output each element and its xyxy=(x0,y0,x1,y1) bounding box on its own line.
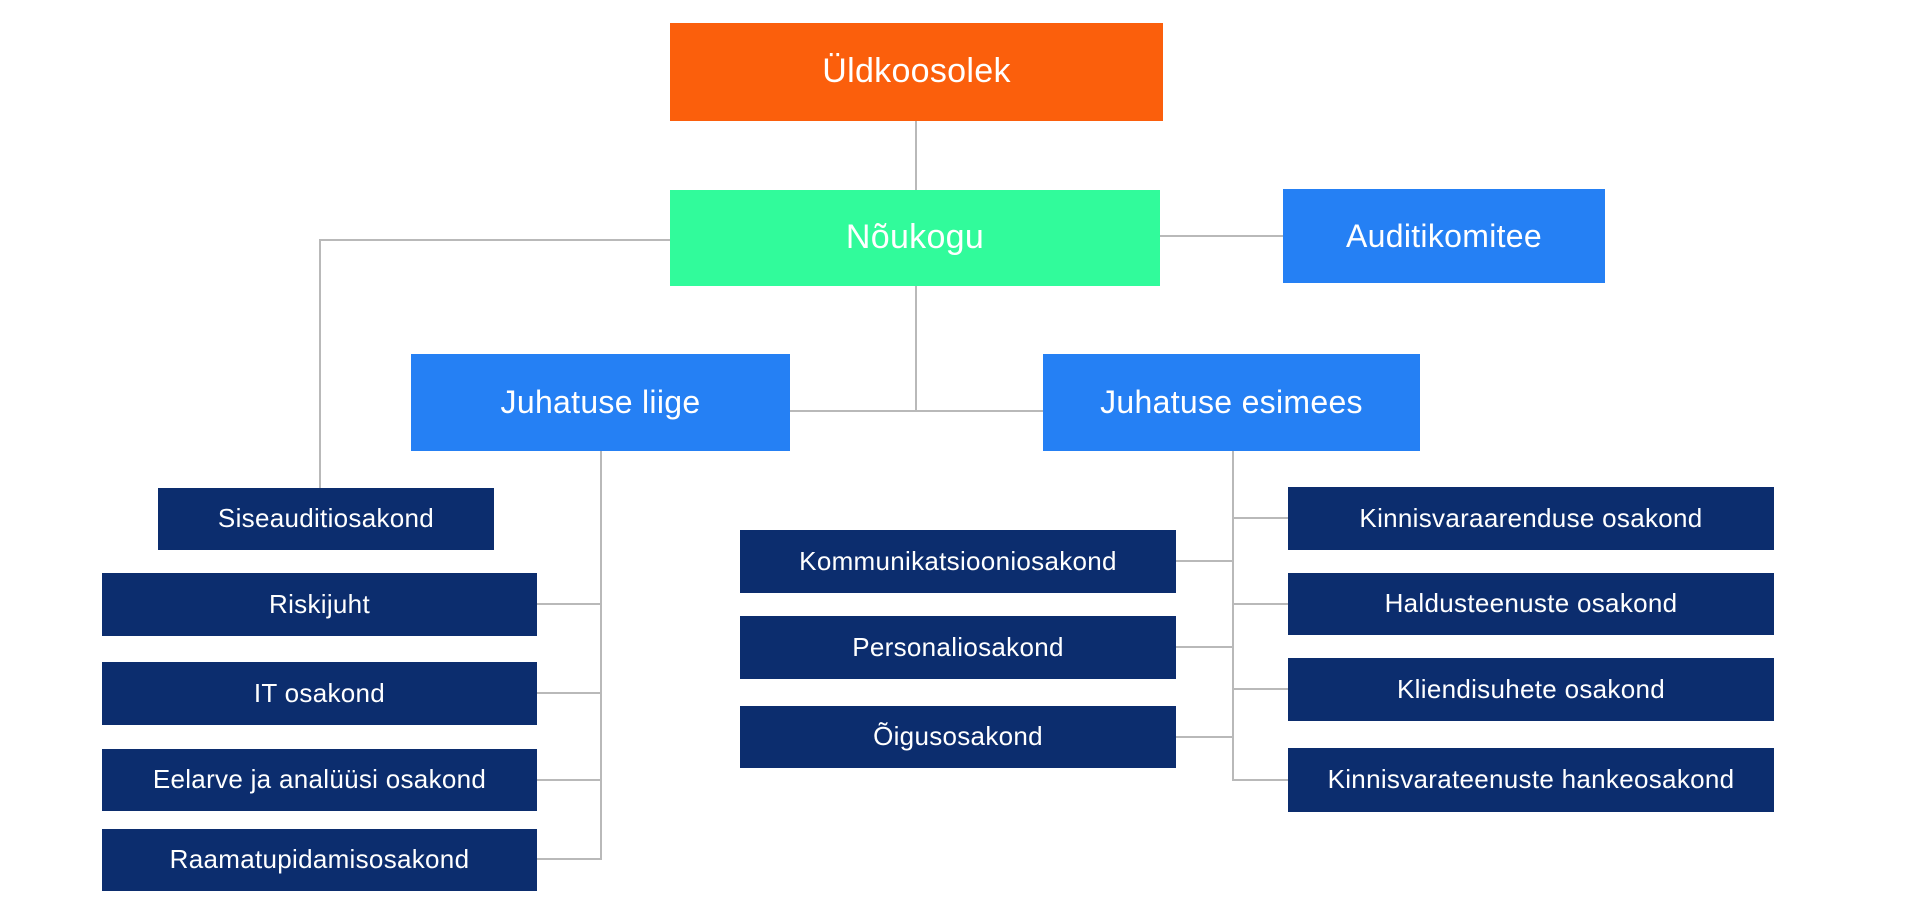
connector-kinnisvarateenuste xyxy=(1232,779,1288,781)
connector-riskijuht xyxy=(537,603,602,605)
org-node-eelarve-ja-analuusi-osakond: Eelarve ja analüüsi osakond xyxy=(102,749,537,811)
connector-noukogu-left xyxy=(319,239,671,241)
connector-noukogu-siseaudit xyxy=(319,239,321,488)
org-node-kliendisuhete-osakond: Kliendisuhete osakond xyxy=(1288,658,1774,721)
connector-juhatuse-crossbar xyxy=(790,410,1043,412)
org-node-auditikomitee: Auditikomitee xyxy=(1283,189,1605,283)
org-node-haldusteenuste-osakond: Haldusteenuste osakond xyxy=(1288,573,1774,635)
org-node-juhatuse-liige: Juhatuse liige xyxy=(411,354,790,451)
connector-haldusteenuste xyxy=(1232,603,1288,605)
org-node-noukogu: Nõukogu xyxy=(670,190,1160,286)
connector-uldkoosolek-noukogu xyxy=(915,121,917,191)
org-node-riskijuht: Riskijuht xyxy=(102,573,537,636)
connector-kliendisuhete xyxy=(1232,688,1288,690)
org-node-kommunikatsiooniosakond: Kommunikatsiooniosakond xyxy=(740,530,1176,593)
connector-raamatupidamis xyxy=(537,858,602,860)
connector-eelarve xyxy=(537,779,602,781)
org-node-uldkoosolek: Üldkoosolek xyxy=(670,23,1163,121)
connector-liige-spine xyxy=(600,451,602,860)
connector-noukogu-auditikomitee xyxy=(1160,235,1283,237)
org-node-kinnisvaraarenduse-osakond: Kinnisvaraarenduse osakond xyxy=(1288,487,1774,550)
org-node-raamatupidamisosakond: Raamatupidamisosakond xyxy=(102,829,537,891)
connector-esimees-spine xyxy=(1232,451,1234,781)
org-node-it-osakond: IT osakond xyxy=(102,662,537,725)
org-node-kinnisvarateenuste-hankeosakond: Kinnisvarateenuste hankeosakond xyxy=(1288,748,1774,812)
connector-oigus xyxy=(1176,736,1234,738)
connector-noukogu-stem xyxy=(915,286,917,412)
org-node-oigusosakond: Õigusosakond xyxy=(740,706,1176,768)
connector-kinnisvaraarenduse xyxy=(1232,517,1288,519)
org-node-juhatuse-esimees: Juhatuse esimees xyxy=(1043,354,1420,451)
org-node-siseauditiosakond: Siseauditiosakond xyxy=(158,488,494,550)
connector-personali xyxy=(1176,646,1234,648)
org-node-personaliosakond: Personaliosakond xyxy=(740,616,1176,679)
connector-kommunikatsiooni xyxy=(1176,560,1234,562)
connector-it-osakond xyxy=(537,692,602,694)
